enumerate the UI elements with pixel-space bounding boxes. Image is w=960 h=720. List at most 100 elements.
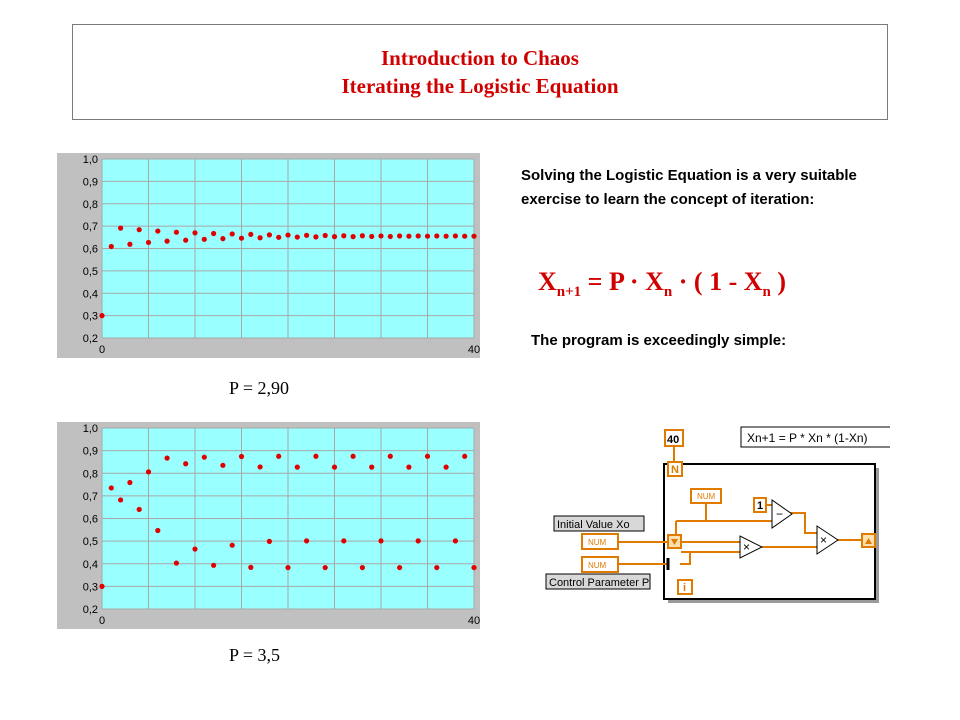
formula-label-box [740, 426, 890, 448]
data-point [322, 232, 328, 239]
data-point [192, 546, 198, 552]
formula-label: Xn+1 = P * Xn * (1-Xn) [747, 431, 868, 445]
data-point [387, 233, 393, 240]
data-point [397, 564, 403, 571]
data-point [257, 464, 263, 470]
initial-value-label-box [553, 515, 645, 532]
control-parameter-num: NUM [588, 561, 607, 570]
data-point [173, 229, 179, 235]
x-tick-label: 0 [99, 344, 105, 356]
data-point [238, 235, 245, 241]
data-point [378, 233, 384, 239]
loop-count-terminal [667, 461, 683, 477]
data-point [136, 227, 142, 233]
multiply-op-1: × [743, 540, 750, 554]
data-point [359, 233, 365, 239]
y-tick-label: 0,5 [83, 536, 98, 548]
eq-x2: X [645, 267, 664, 296]
data-point [341, 538, 347, 544]
eq-sub-n1: n [663, 284, 673, 301]
data-point [369, 233, 375, 240]
y-tick-label: 0,9 [83, 176, 98, 188]
eq-sub-n2: n [762, 284, 771, 301]
data-point [145, 239, 152, 246]
data-point [452, 538, 458, 544]
data-point [285, 232, 291, 238]
y-tick-label: 0,3 [83, 311, 98, 323]
y-tick-label: 0,3 [83, 581, 98, 593]
data-point [387, 453, 393, 459]
data-point [406, 233, 412, 239]
data-point [238, 453, 245, 460]
data-point [462, 453, 468, 459]
data-point [127, 241, 133, 247]
data-point [462, 233, 468, 239]
data-point [211, 562, 217, 568]
data-point [415, 538, 421, 544]
y-tick-label: 0,8 [83, 199, 98, 211]
data-point [341, 233, 347, 239]
y-tick-label: 1,0 [83, 423, 98, 435]
data-point [294, 234, 300, 240]
data-point [266, 232, 272, 238]
loop-count-label: N [671, 464, 679, 476]
multiply-node-1 [739, 535, 764, 559]
data-point [322, 564, 328, 571]
y-tick-label: 0,2 [83, 604, 98, 616]
plot-caption-p-35: P = 3,5 [229, 645, 280, 665]
data-point [248, 231, 254, 238]
title-line-2: Iterating the Logistic Equation [341, 74, 619, 98]
data-point [127, 479, 133, 486]
data-point [424, 453, 431, 459]
data-point [471, 233, 477, 239]
data-point [99, 583, 105, 589]
data-point [266, 538, 272, 544]
data-point [331, 464, 338, 470]
data-point [145, 469, 152, 475]
data-point [313, 453, 319, 459]
data-point [350, 453, 356, 459]
title-line-1: Introduction to Chaos [381, 46, 579, 70]
data-point [294, 464, 300, 470]
logistic-equation: Xn+1 = P · Xn · ( 1 - Xn ) [538, 267, 786, 301]
y-tick-label: 0,5 [83, 266, 98, 278]
for-loop-frame [663, 463, 876, 600]
data-point [331, 234, 338, 240]
inner-num-label: NUM [697, 492, 716, 501]
data-point [443, 233, 449, 239]
data-point [424, 233, 431, 239]
eq-x3: X [743, 267, 763, 296]
eq-middle: · ( 1 - [672, 267, 744, 296]
eq-x1: X [538, 267, 557, 296]
initial-value-label: Initial Value Xo [557, 519, 630, 531]
x-tick-label: 0 [99, 615, 105, 627]
y-tick-label: 0,4 [83, 288, 98, 300]
data-point [108, 485, 114, 491]
data-point [415, 233, 421, 239]
y-tick-label: 1,0 [83, 154, 98, 166]
data-point [471, 564, 477, 571]
data-point [304, 538, 310, 544]
minus-op: − [776, 507, 783, 521]
data-point [192, 230, 198, 236]
loop-count-value: 40 [667, 434, 679, 446]
y-tick-label: 0,6 [83, 244, 98, 256]
data-point [173, 560, 179, 566]
data-point [118, 225, 124, 231]
title-box: Introduction to Chaos Iterating the Logi… [72, 24, 888, 120]
data-point [136, 506, 142, 513]
data-point [229, 231, 235, 237]
x-tick-label: 40 [468, 615, 480, 627]
minus-node [771, 499, 793, 529]
data-point [220, 462, 226, 468]
data-point [108, 243, 114, 250]
data-point [369, 464, 375, 470]
data-point [155, 228, 161, 234]
iteration-label: i [683, 582, 686, 594]
plot-caption-p-290: P = 2,90 [229, 378, 289, 398]
data-point [359, 564, 365, 571]
eq-close: ) [770, 267, 787, 296]
data-point [378, 538, 384, 544]
y-tick-label: 0,9 [83, 446, 98, 458]
data-point [229, 542, 235, 548]
